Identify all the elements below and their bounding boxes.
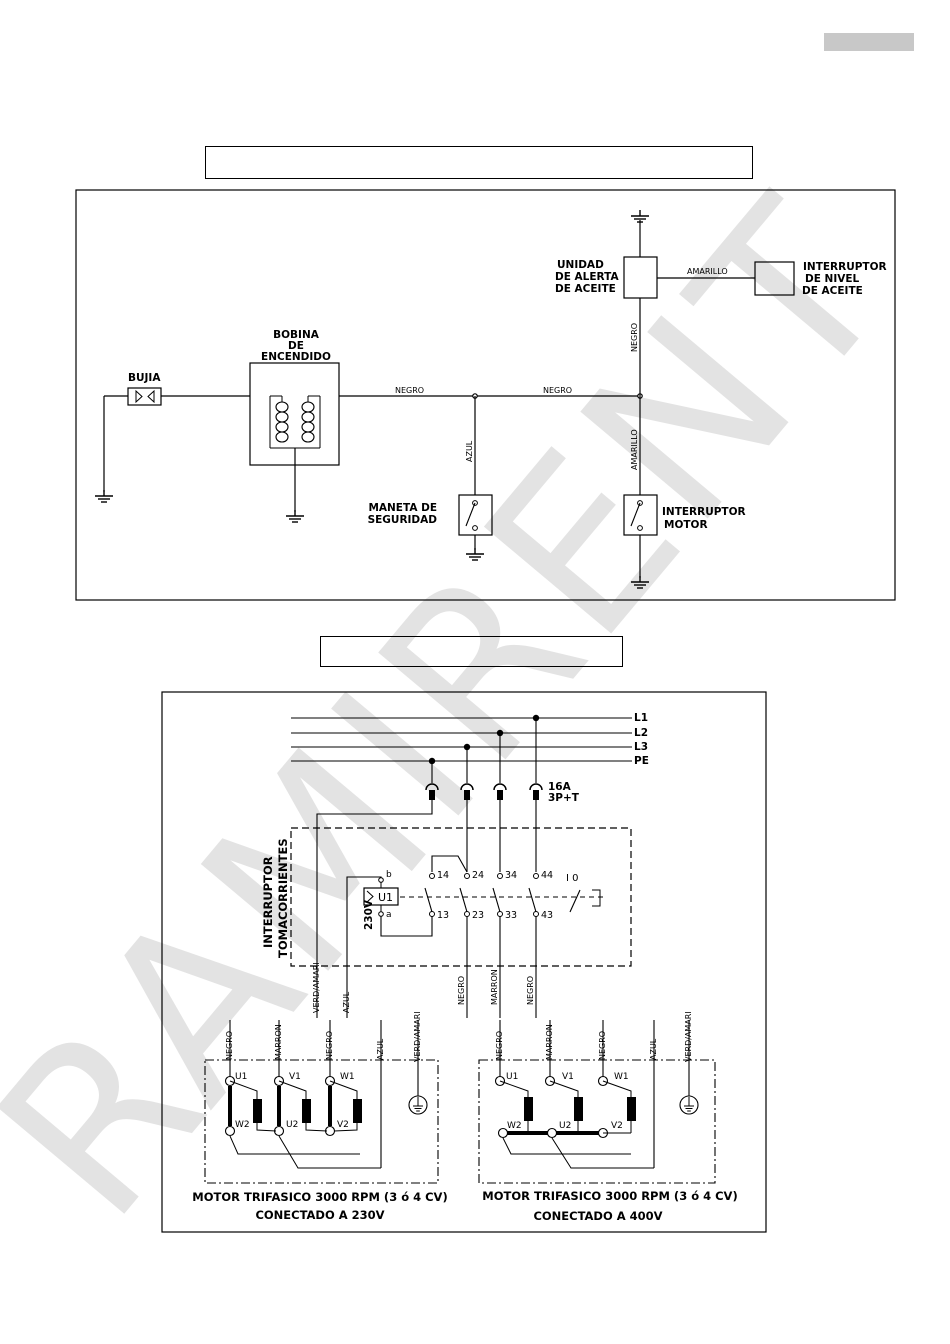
out-wire-verdamari: VERD/AMARI xyxy=(312,962,321,1013)
rm-term-w1: W1 xyxy=(614,1072,629,1082)
coil-terminal-b: b xyxy=(386,870,392,880)
rm-wire-azul: AZUL xyxy=(649,1038,658,1060)
lm-wire-azul: AZUL xyxy=(376,1038,385,1060)
contact-23: 23 xyxy=(472,910,484,921)
lm-term-w1: W1 xyxy=(340,1072,355,1082)
spark-plug-label: BUJIA xyxy=(128,372,161,384)
oil-level-label-1: INTERRUPTOR xyxy=(803,261,887,273)
breaker-rating: 16A xyxy=(548,781,572,793)
unit-label-3: DE ACEITE xyxy=(555,283,616,295)
contact-24: 24 xyxy=(472,870,484,881)
ignition-diagram: BUJIA BOBINA DE ENCENDIDO xyxy=(75,189,896,601)
coil-label-3: ENCENDIDO xyxy=(261,351,331,363)
rm-term-w2: W2 xyxy=(507,1121,522,1131)
lm-wire-negro-1: NEGRO xyxy=(225,1031,234,1060)
contact-13: 13 xyxy=(437,910,449,921)
wire-label-negro-2: NEGRO xyxy=(543,386,572,395)
contact-43: 43 xyxy=(541,910,553,921)
out-wire-azul: AZUL xyxy=(342,991,351,1013)
coil-terminal-a: a xyxy=(386,910,392,920)
contact-34: 34 xyxy=(505,870,517,881)
coil-label-2: DE xyxy=(288,340,304,352)
switch-symbol: I 0 xyxy=(566,873,579,884)
rm-term-v2: V2 xyxy=(611,1121,623,1131)
unit-label-1: UNIDAD xyxy=(557,259,604,271)
unit-label-2: DE ALERTA xyxy=(555,271,619,283)
rm-title: MOTOR TRIFASICO 3000 RPM (3 ó 4 CV) xyxy=(482,1189,737,1203)
oil-level-label-2: DE NIVEL xyxy=(805,273,860,285)
line-l1: L1 xyxy=(634,712,648,724)
contact-14: 14 xyxy=(437,870,449,881)
coil-label-1: BOBINA xyxy=(273,329,320,341)
contact-44: 44 xyxy=(541,870,553,881)
motor-switch-label-1: INTERRUPTOR xyxy=(662,506,746,518)
out-wire-negro-2: NEGRO xyxy=(526,976,535,1005)
wire-label-negro-1: NEGRO xyxy=(395,386,424,395)
watermark: RAMIRENT xyxy=(0,153,941,1266)
ignition-title-box xyxy=(205,146,753,179)
motor-switch: AMARILLO INTERRUPTOR MOTOR xyxy=(623,396,746,589)
rm-term-u2: U2 xyxy=(559,1121,571,1131)
switch-box xyxy=(290,827,632,967)
switch-label-2: TOMACORRIENTES xyxy=(276,838,290,958)
rm-wire-marron: MARRON xyxy=(545,1024,554,1060)
rm-connection: CONECTADO A 400V xyxy=(533,1209,662,1223)
motor-230v: NEGRO MARRON NEGRO AZUL VERD/AMARI xyxy=(192,1011,447,1222)
rm-wire-negro-1: NEGRO xyxy=(495,1031,504,1060)
out-wire-negro-1: NEGRO xyxy=(457,976,466,1005)
page-corner-tag xyxy=(824,33,914,51)
safety-label-2: SEGURIDAD xyxy=(368,514,438,526)
lm-term-u2: U2 xyxy=(286,1120,298,1130)
switch-label-1: INTERRUPTOR xyxy=(261,856,275,948)
wire-label-amarillo-v: AMARILLO xyxy=(630,429,639,470)
spark-plug: BUJIA xyxy=(94,372,250,503)
oil-alert-unit: NEGRO AMARILLO UNIDAD DE ALERTA DE ACEIT… xyxy=(555,209,887,396)
wire-label-amarillo-h: AMARILLO xyxy=(687,267,728,276)
lm-term-w2: W2 xyxy=(235,1120,250,1130)
lm-connection: CONECTADO A 230V xyxy=(255,1208,384,1222)
line-l2: L2 xyxy=(634,727,648,739)
safety-label-1: MANETA DE xyxy=(368,502,437,514)
rm-term-v1: V1 xyxy=(562,1072,574,1082)
coil-voltage: 230V xyxy=(363,899,375,930)
contact-33: 33 xyxy=(505,910,517,921)
out-wire-marron: MARRON xyxy=(490,969,499,1005)
wire-label-negro-vertical: NEGRO xyxy=(630,323,639,352)
rm-term-u1: U1 xyxy=(506,1072,518,1082)
motor-switch-label-2: MOTOR xyxy=(664,519,708,531)
power-frame xyxy=(161,691,767,1233)
power-title-box xyxy=(320,636,623,667)
lm-term-v2: V2 xyxy=(337,1120,349,1130)
line-l3: L3 xyxy=(634,741,648,753)
power-diagram: L1 L2 L3 PE 16A 3P+T xyxy=(161,691,767,1233)
lm-wire-verdamari: VERD/AMARI xyxy=(413,1011,422,1062)
coil-u1-label: U1 xyxy=(378,891,393,904)
safety-handle-switch: AZUL MANETA DE SEGURIDAD xyxy=(368,396,493,561)
line-pe: PE xyxy=(634,755,649,767)
rm-wire-verdamari: VERD/AMARI xyxy=(684,1011,693,1062)
lm-wire-negro-2: NEGRO xyxy=(325,1031,334,1060)
breaker-type: 3P+T xyxy=(548,792,580,804)
lm-term-v1: V1 xyxy=(289,1072,301,1082)
lm-term-u1: U1 xyxy=(235,1072,247,1082)
lm-wire-marron: MARRON xyxy=(274,1024,283,1060)
oil-level-label-3: DE ACEITE xyxy=(802,285,863,297)
motor-400v: NEGRO MARRON NEGRO AZUL VERD/AMARI xyxy=(478,1011,738,1223)
ignition-coil: BOBINA DE ENCENDIDO xyxy=(249,329,340,523)
lm-title: MOTOR TRIFASICO 3000 RPM (3 ó 4 CV) xyxy=(192,1190,447,1204)
wire-label-azul: AZUL xyxy=(465,440,474,462)
rm-wire-negro-2: NEGRO xyxy=(598,1031,607,1060)
ignition-frame xyxy=(75,189,896,601)
